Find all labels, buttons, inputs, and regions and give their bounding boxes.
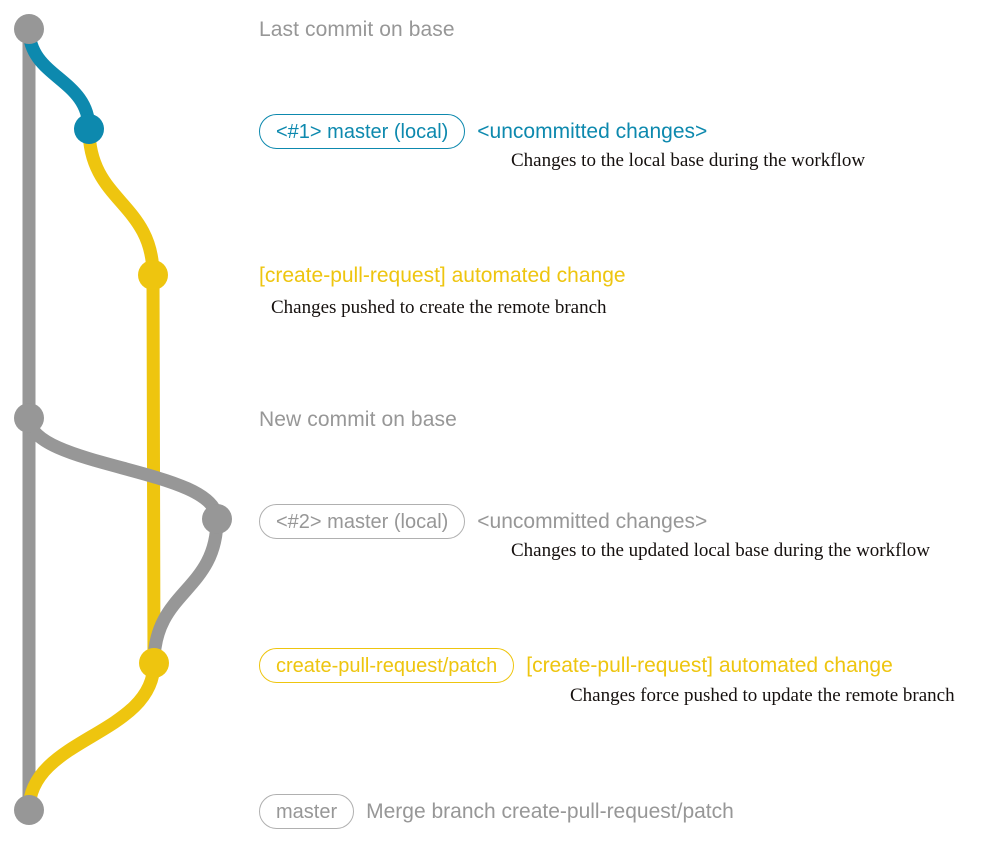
row-automated-change-2: create-pull-request/patch [create-pull-r… — [259, 648, 893, 683]
commit-node-local-1[interactable] — [74, 114, 104, 144]
branch-badge-create-pull-request-patch[interactable]: create-pull-request/patch — [259, 648, 515, 683]
row-merge-commit: master Merge branch create-pull-request/… — [259, 794, 734, 829]
label-last-commit-on-base: Last commit on base — [259, 18, 455, 41]
edge-local1-to-patch1 — [82, 122, 160, 282]
edge-patch2-to-merge — [22, 656, 161, 817]
description-local-changes-2: Changes to the updated local base during… — [511, 540, 930, 561]
headline-uncommitted-changes-1: <uncommitted changes> — [477, 120, 708, 143]
headline-automated-change-2: [create-pull-request] automated change — [526, 654, 893, 677]
commit-node-base-new[interactable] — [14, 403, 44, 433]
headline-uncommitted-changes-2: <uncommitted changes> — [477, 510, 708, 533]
edge-base-to-local1 — [22, 22, 96, 136]
commit-node-patch-2[interactable] — [139, 648, 169, 678]
description-local-changes-1: Changes to the local base during the wor… — [511, 150, 866, 171]
description-automated-change-2: Changes force pushed to update the remot… — [570, 685, 955, 706]
commit-node-base-merge[interactable] — [14, 795, 44, 825]
commit-graph — [14, 14, 232, 825]
row-local-changes-1: <#1> master (local) <uncommitted changes… — [259, 114, 707, 149]
edge-patch1-to-patch2 — [146, 268, 161, 670]
branch-badge-master-local-1[interactable]: <#1> master (local) — [259, 114, 466, 149]
headline-merge-commit: Merge branch create-pull-request/patch — [366, 800, 734, 823]
row-local-changes-2: <#2> master (local) <uncommitted changes… — [259, 504, 707, 539]
headline-automated-change-1: [create-pull-request] automated change — [259, 264, 626, 287]
commit-node-patch-1[interactable] — [138, 260, 168, 290]
commit-node-local-2[interactable] — [202, 504, 232, 534]
commit-node-base-last[interactable] — [14, 14, 44, 44]
branch-badge-master[interactable]: master — [259, 794, 355, 829]
edge-basenew-to-local2 — [22, 411, 224, 526]
label-new-commit-on-base: New commit on base — [259, 408, 457, 431]
branch-badge-master-local-2[interactable]: <#2> master (local) — [259, 504, 466, 539]
description-automated-change-1: Changes pushed to create the remote bran… — [271, 297, 607, 318]
edge-local2-to-patch2 — [147, 512, 224, 670]
